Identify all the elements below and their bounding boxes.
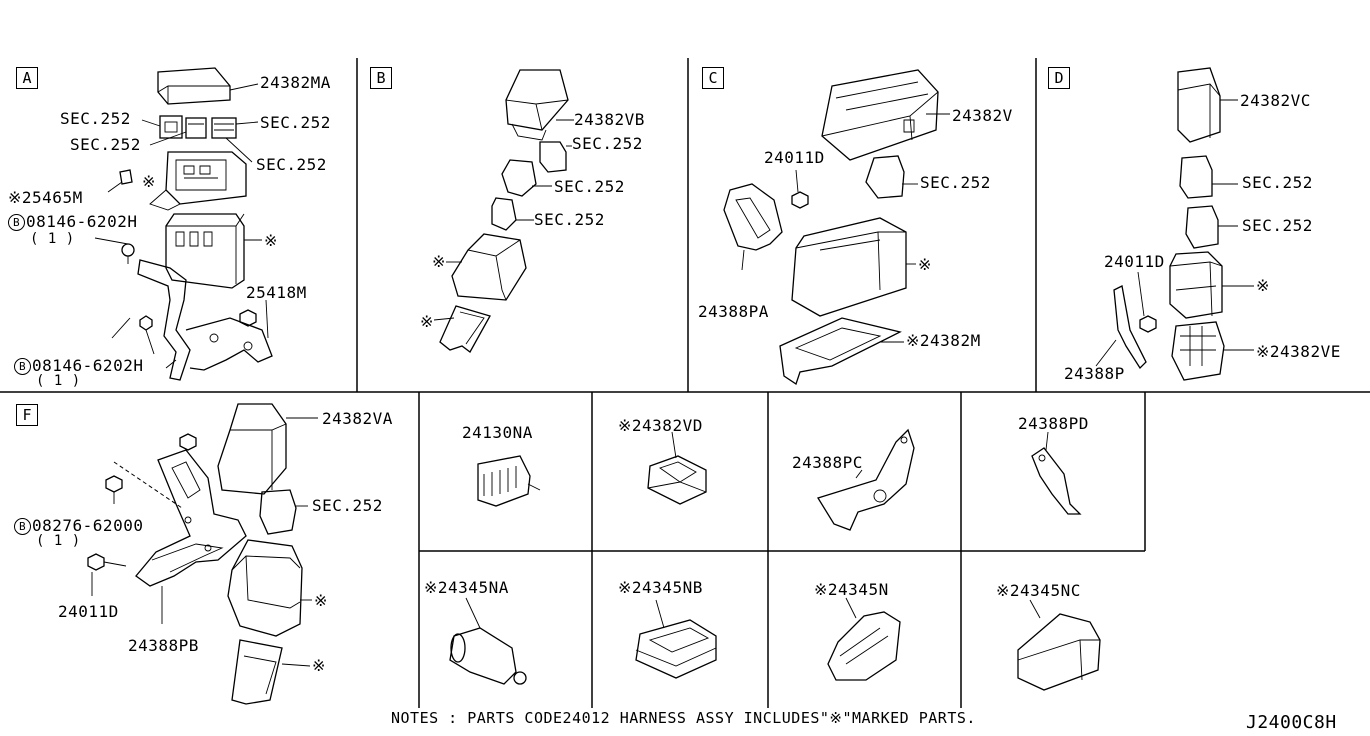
part-label-sec252: SEC.252: [534, 210, 605, 229]
part-label-sec252: SEC.252: [1242, 173, 1313, 192]
section-a-parts: [94, 67, 273, 381]
part-label-25418m: 25418M: [246, 283, 307, 302]
part-label-24388pb: 24388PB: [128, 636, 199, 655]
harness-mark: ※: [264, 231, 278, 250]
cell-24388pc: [817, 428, 915, 531]
section-label-b: B: [370, 67, 392, 89]
part-label-sec252: SEC.252: [70, 135, 141, 154]
harness-mark: ※: [312, 656, 326, 675]
part-label-24382vc: 24382VC: [1240, 91, 1311, 110]
cell-24382vd: [647, 431, 707, 505]
part-label-sec252: SEC.252: [260, 113, 331, 132]
cell-24130na: [477, 455, 541, 507]
part-label-24011d: 24011D: [58, 602, 119, 621]
section-f-parts: [87, 403, 318, 705]
bolt-circle-icon: B: [14, 518, 31, 535]
part-label-24382ma: 24382MA: [260, 73, 331, 92]
part-label-sec252: SEC.252: [554, 177, 625, 196]
part-label-24382v: 24382V: [952, 106, 1013, 125]
part-label-24382m: ※24382M: [906, 331, 981, 350]
part-number: 08146-6202H: [32, 356, 144, 375]
part-number: 08276-62000: [32, 516, 144, 535]
part-label-24388pa: 24388PA: [698, 302, 769, 321]
part-label-24345nb: ※24345NB: [618, 578, 703, 597]
section-label-d: D: [1048, 67, 1070, 89]
part-label-24011d: 24011D: [764, 148, 825, 167]
harness-mark: ※: [420, 312, 434, 331]
grid-lines: [0, 58, 1370, 708]
cell-24388pd: [1031, 431, 1082, 515]
part-label-24388pd: 24388PD: [1018, 414, 1089, 433]
harness-mark: ※: [1256, 276, 1270, 295]
part-label-24382vd: ※24382VD: [618, 416, 703, 435]
part-label-sec252: SEC.252: [312, 496, 383, 515]
harness-mark: ※: [314, 591, 328, 610]
part-label-24345nc: ※24345NC: [996, 581, 1081, 600]
part-label-24388p: 24388P: [1064, 364, 1125, 383]
harness-mark: ※: [432, 252, 446, 271]
quantity-label: ( 1 ): [30, 231, 75, 247]
part-label-sec252: SEC.252: [1242, 216, 1313, 235]
cell-24345nb: [635, 599, 717, 679]
quantity-label: ( 1 ): [36, 373, 81, 389]
part-label-24382ve: ※24382VE: [1256, 342, 1341, 361]
part-label-24011d: 24011D: [1104, 252, 1165, 271]
diagram-id: J2400C8H: [1246, 712, 1337, 733]
part-label-sec252: SEC.252: [256, 155, 327, 174]
bolt-circle-icon: B: [8, 214, 25, 231]
cell-24345nc: [1017, 599, 1101, 691]
harness-mark: ※: [918, 255, 932, 274]
part-label-24382va: 24382VA: [322, 409, 393, 428]
part-label-sec252: SEC.252: [60, 109, 131, 128]
cell-24345na: [449, 597, 527, 685]
section-d-parts: [1095, 67, 1254, 381]
part-label-25465m: ※25465M: [8, 188, 83, 207]
part-number: 08146-6202H: [26, 212, 138, 231]
part-label-24388pc: 24388PC: [792, 453, 863, 472]
cell-24345n: [827, 597, 901, 681]
bolt-circle-icon: B: [14, 358, 31, 375]
section-label-c: C: [702, 67, 724, 89]
section-label-f: F: [16, 404, 38, 426]
part-label-24382vb: 24382VB: [574, 110, 645, 129]
notes-text: NOTES : PARTS CODE24012 HARNESS ASSY INC…: [391, 709, 976, 727]
section-c-parts: [723, 69, 950, 386]
section-label-a: A: [16, 67, 38, 89]
part-label-sec252: SEC.252: [920, 173, 991, 192]
quantity-label: ( 1 ): [36, 533, 81, 549]
part-label-24345n: ※24345N: [814, 580, 889, 599]
section-b-parts: [433, 69, 574, 353]
part-label-24345na: ※24345NA: [424, 578, 509, 597]
part-label-sec252: SEC.252: [572, 134, 643, 153]
harness-mark: ※: [142, 172, 156, 191]
part-label-24130na: 24130NA: [462, 423, 533, 442]
